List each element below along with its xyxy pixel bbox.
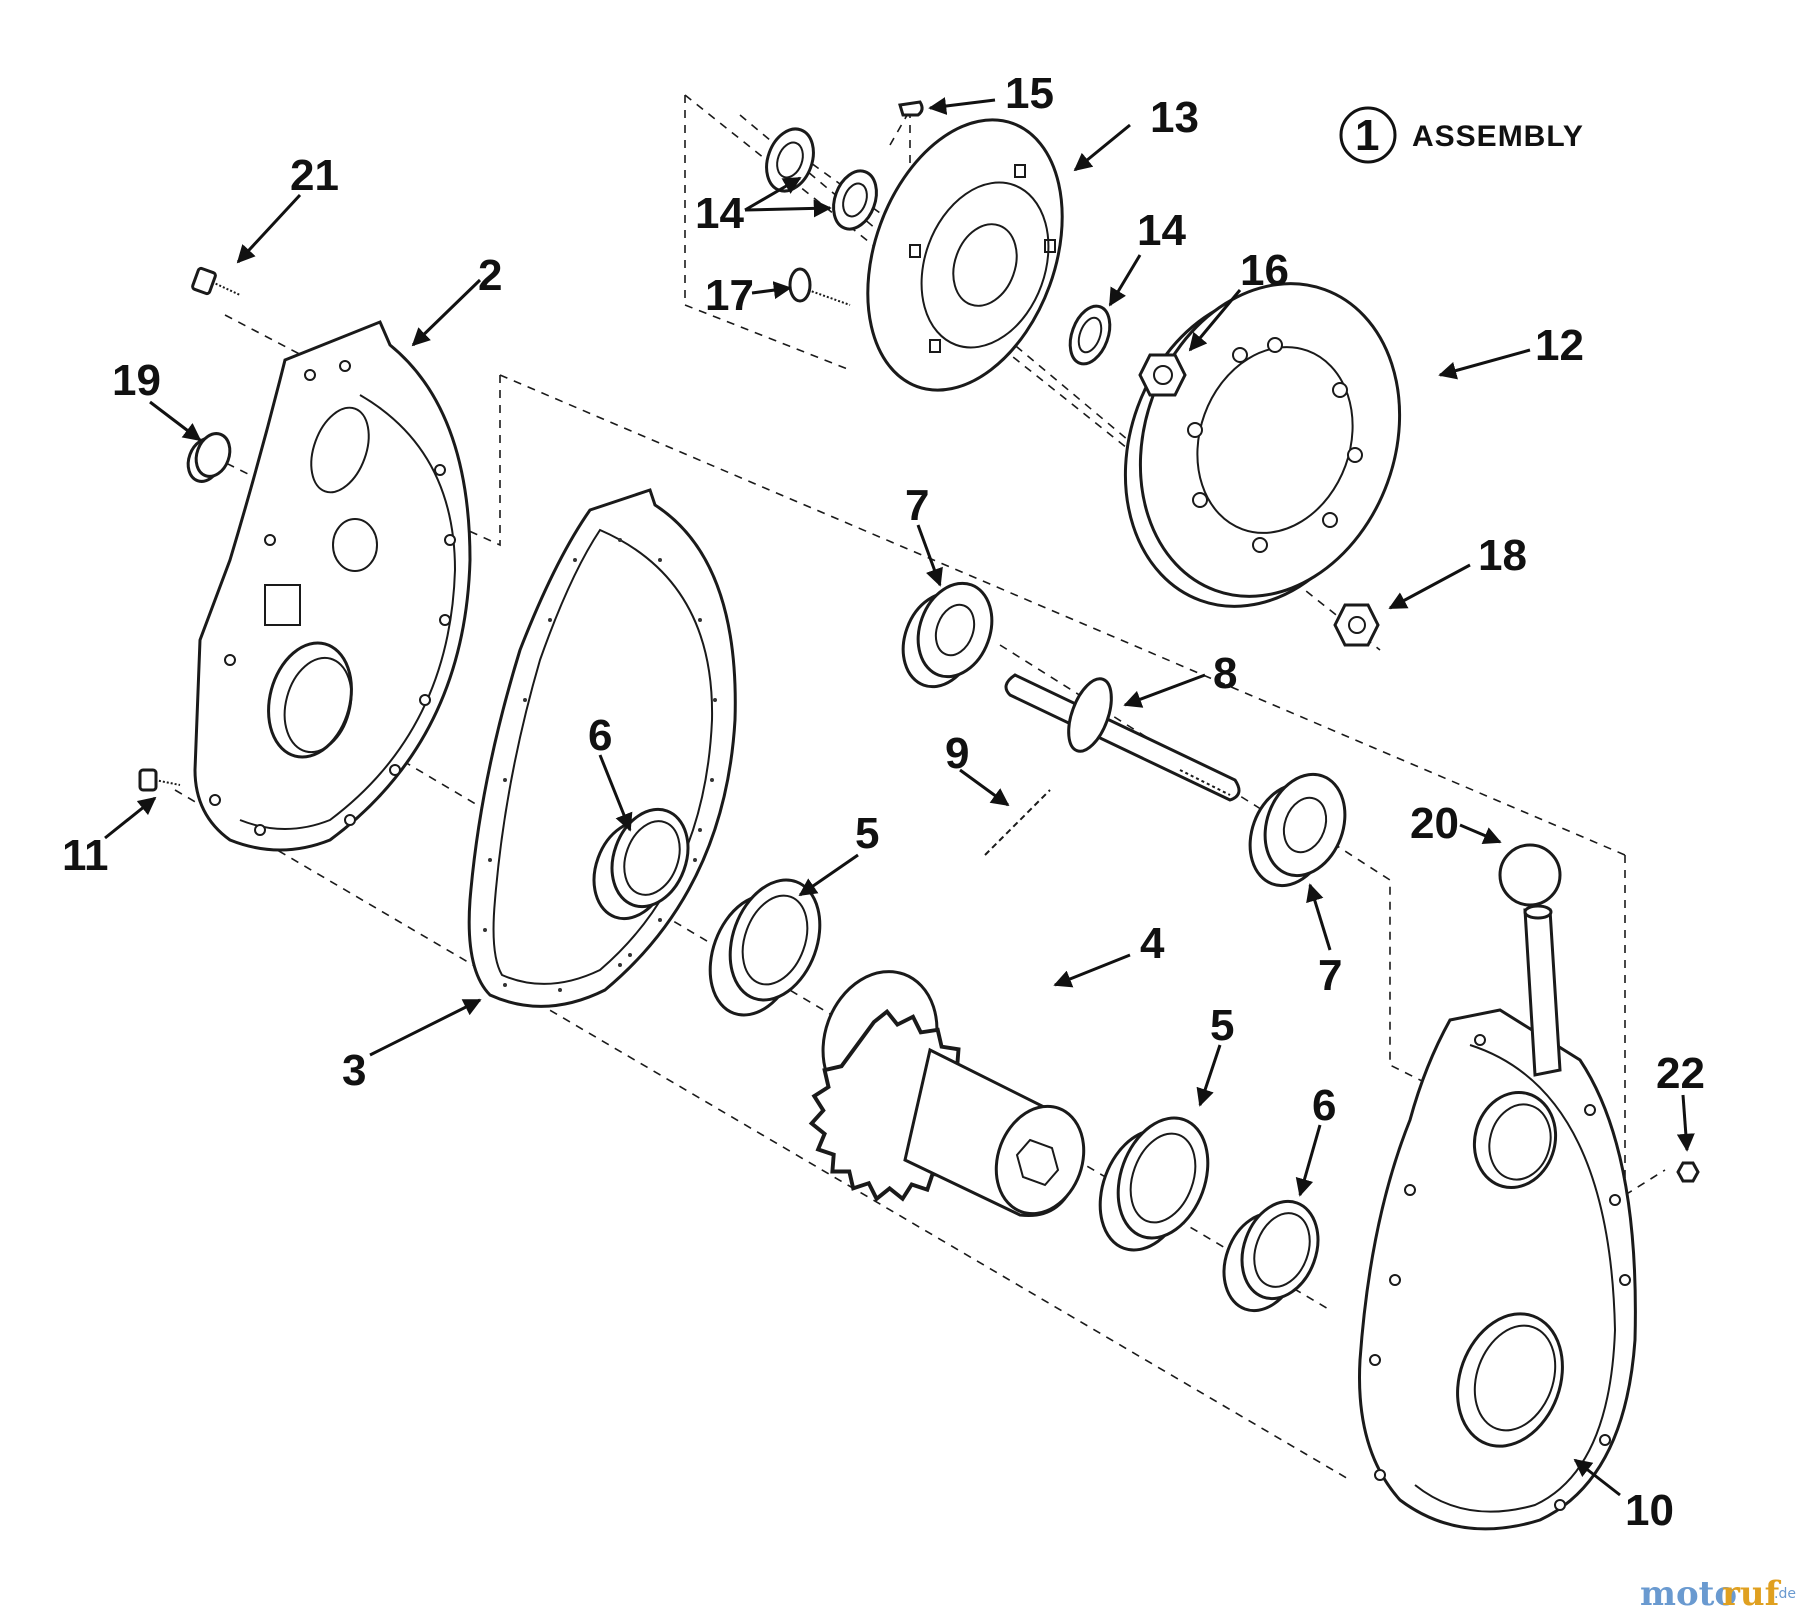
callout-16: 16 [1240,246,1289,295]
callout-10: 10 [1625,1486,1674,1535]
nut-18 [1333,603,1380,647]
callout-6-left: 6 [588,711,612,760]
callout-8: 8 [1213,649,1237,698]
needle-bearing-right [1222,1199,1320,1313]
right-housing-half [1358,904,1637,1531]
chain [984,789,1051,856]
leader-arrows [104,97,1695,1497]
hub-13 [866,118,1064,392]
callout-2: 2 [478,251,502,300]
callout-4: 4 [1140,919,1165,968]
nut-22 [1676,1161,1700,1183]
callout-15: 15 [1005,69,1054,118]
shaft [1004,673,1241,802]
assembly-label: ASSEMBLY [1412,120,1584,153]
watermark-part1: moto [1640,1574,1737,1614]
callout-18: 18 [1478,531,1527,580]
watermark-part2: ruf [1722,1574,1782,1614]
assembly-number: 1 [1355,111,1379,160]
callout-5-left: 5 [855,809,879,858]
callout-14-right: 14 [1137,206,1186,255]
callout-22: 22 [1656,1049,1705,1098]
callout-9: 9 [945,729,969,778]
callout-14-left: 14 [695,189,744,238]
seal-left [708,878,822,1017]
callout-6-right: 6 [1312,1081,1336,1130]
washer-14-right [1068,304,1112,366]
needle-bearing-left [592,807,690,921]
plug-19 [186,432,232,483]
callout-7-lower: 7 [1318,951,1342,1000]
assembly-circle-icon [1339,106,1397,164]
callout-21: 21 [290,151,339,200]
callout-5-right: 5 [1210,1001,1234,1050]
washers-14-left [765,127,878,231]
key-15 [898,100,924,117]
bolt-21 [191,266,241,296]
callout-numbers: 21 2 19 11 3 6 5 4 9 8 7 7 5 6 20 22 10 … [62,69,1705,1535]
seal-right [1098,1116,1210,1252]
callout-19: 19 [112,356,161,405]
callout-7-upper: 7 [905,481,929,530]
watermark-tld: .de [1774,1586,1796,1602]
callout-12: 12 [1535,321,1584,370]
assembly-legend: 1 ASSEMBLY [1339,106,1584,164]
callout-17: 17 [705,271,754,320]
nut-16 [1138,353,1187,397]
callout-13: 13 [1150,93,1199,142]
sprocket [808,970,1086,1218]
callout-3: 3 [342,1046,366,1095]
bolt-17 [788,267,851,306]
callout-20: 20 [1410,799,1459,848]
shift-knob [1498,843,1562,907]
watermark: moto ruf .de [1640,1574,1796,1614]
bearing-upper [901,581,994,689]
pulley-12 [1123,282,1402,608]
bearing-lower [1248,772,1347,888]
left-housing-half [193,320,472,852]
bolt-11 [138,768,181,792]
callout-11: 11 [62,831,109,880]
